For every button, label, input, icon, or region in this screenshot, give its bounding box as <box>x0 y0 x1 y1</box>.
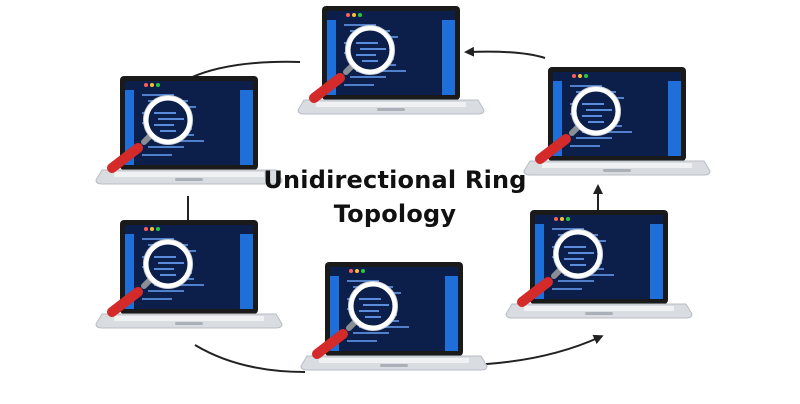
code-line <box>576 137 612 139</box>
window-dot-icon <box>554 217 558 221</box>
code-line <box>552 228 584 230</box>
window-dot-icon <box>578 74 582 78</box>
laptop-node-bottom <box>300 262 488 371</box>
code-line <box>142 154 172 156</box>
window-dot-icon <box>361 269 365 273</box>
screen-side-panel <box>330 276 339 351</box>
trackpad-notch <box>175 178 203 181</box>
magnifying-glass-icon <box>309 25 395 103</box>
screen-side-panel <box>553 81 562 156</box>
code-line <box>344 24 376 26</box>
laptop-node-lower-right <box>505 210 693 319</box>
magnifying-glass-icon <box>517 229 603 307</box>
screen-side-panel <box>445 276 458 351</box>
code-line <box>570 85 602 87</box>
window-dot-icon <box>352 13 356 17</box>
code-line <box>558 280 594 282</box>
keyboard-strip <box>542 163 692 168</box>
screen-side-panel <box>240 234 253 309</box>
code-line <box>148 146 184 148</box>
magnifying-glass-icon <box>312 281 398 359</box>
link-bottom-to-lower-right <box>469 334 604 366</box>
window-dot-icon <box>584 74 588 78</box>
screen-side-panel <box>125 234 134 309</box>
magnifying-glass-icon <box>107 239 193 317</box>
code-line <box>347 280 379 282</box>
link-lower-left-to-bottom <box>194 344 306 373</box>
keyboard-strip <box>524 306 674 311</box>
code-line <box>350 76 386 78</box>
screen-side-panel <box>240 90 253 165</box>
window-dot-icon <box>560 217 564 221</box>
window-dot-icon <box>150 227 154 231</box>
window-dot-icon <box>358 13 362 17</box>
window-dot-icon <box>156 83 160 87</box>
trackpad-notch <box>585 312 613 315</box>
keyboard-strip <box>316 102 466 107</box>
window-dot-icon <box>572 74 576 78</box>
code-line <box>142 298 172 300</box>
screen-side-panel <box>535 224 544 299</box>
magnifying-glass-icon <box>535 86 621 164</box>
window-dot-icon <box>346 13 350 17</box>
screen-side-panel <box>125 90 134 165</box>
code-line <box>552 288 582 290</box>
diagram-title-line-2: Topology <box>333 200 457 228</box>
window-dot-icon <box>150 83 154 87</box>
screen-side-panel <box>668 81 681 156</box>
window-dot-icon <box>349 269 353 273</box>
code-line <box>353 332 389 334</box>
magnifying-glass-icon <box>107 95 193 173</box>
trackpad-notch <box>603 169 631 172</box>
screen-side-panel <box>650 224 663 299</box>
window-dot-icon <box>144 227 148 231</box>
laptop-node-upper-right <box>523 67 711 176</box>
keyboard-strip <box>114 172 264 177</box>
keyboard-strip <box>114 316 264 321</box>
window-dot-icon <box>156 227 160 231</box>
code-line <box>148 290 184 292</box>
laptop-nodes <box>95 6 711 371</box>
laptop-node-top <box>297 6 485 115</box>
window-dot-icon <box>144 83 148 87</box>
code-line <box>344 84 374 86</box>
code-line <box>142 94 174 96</box>
code-line <box>142 238 174 240</box>
trackpad-notch <box>377 108 405 111</box>
laptop-node-upper-left <box>95 76 283 185</box>
link-upper-right-to-top <box>464 46 546 59</box>
keyboard-strip <box>319 358 469 363</box>
code-line <box>347 340 377 342</box>
laptop-node-lower-left <box>95 220 283 329</box>
window-dot-icon <box>355 269 359 273</box>
trackpad-notch <box>380 364 408 367</box>
diagram-title-line-1: Unidirectional Ring <box>263 166 527 194</box>
trackpad-notch <box>175 322 203 325</box>
screen-side-panel <box>442 20 455 95</box>
link-upper-left-to-top <box>189 60 301 79</box>
code-line <box>570 145 600 147</box>
screen-side-panel <box>327 20 336 95</box>
window-dot-icon <box>566 217 570 221</box>
